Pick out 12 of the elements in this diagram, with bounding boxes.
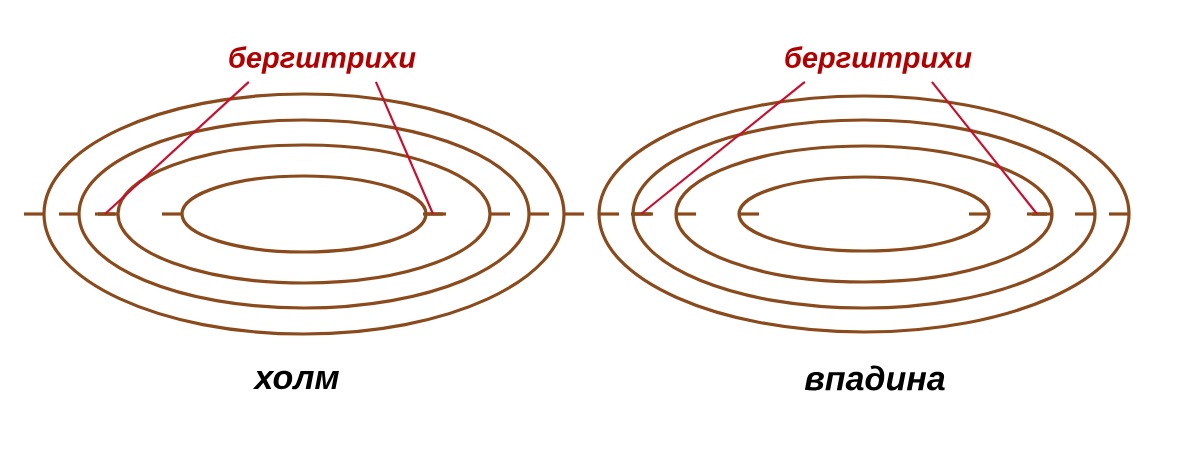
berg-stroke: [95, 212, 115, 216]
berg-stroke: [423, 212, 443, 216]
berg-stroke: [1027, 212, 1047, 216]
leader-line: [104, 81, 250, 215]
leader-line: [374, 81, 434, 215]
leader-line: [640, 81, 806, 215]
leader-line: [931, 81, 1038, 215]
berg-stroke: [631, 212, 651, 216]
callout-label: бергштрихи: [785, 46, 972, 74]
caption: холм: [252, 370, 339, 390]
callout-label: бергштрихи: [229, 46, 416, 74]
caption: впадина: [804, 365, 945, 391]
